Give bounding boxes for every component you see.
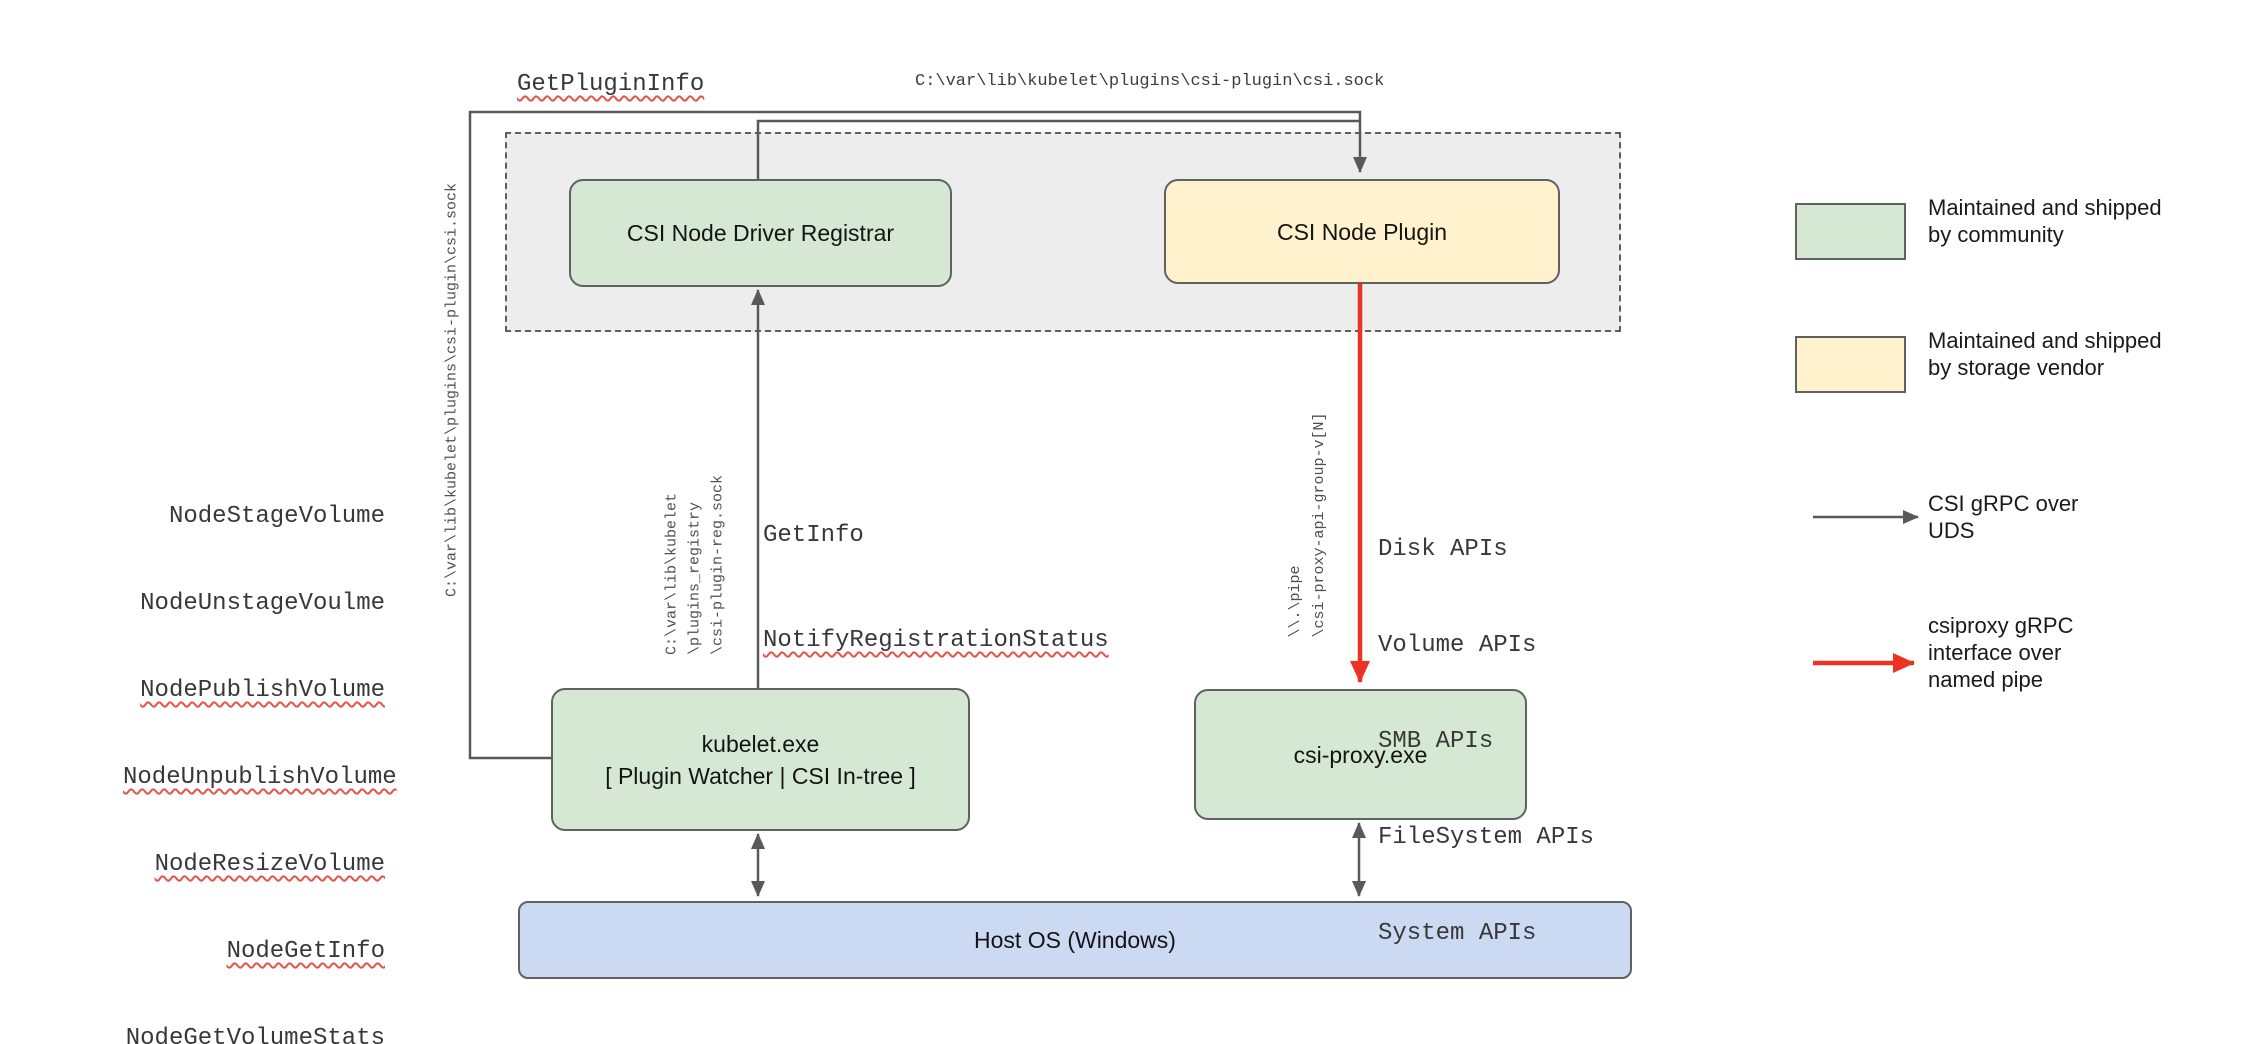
csi-node-plugin-label: CSI Node Plugin bbox=[1276, 218, 1448, 245]
legend-community-swatch bbox=[1795, 203, 1906, 260]
legend-named-pipe-label: csiproxy gRPC interface over named pipe bbox=[1928, 613, 2074, 692]
csi-sock-path-label: C:\var\lib\kubelet\plugins\csi-plugin\cs… bbox=[915, 72, 1385, 91]
api-group-item: FileSystem APIs bbox=[1378, 824, 1595, 851]
get-plugin-info-label: GetPluginInfo bbox=[517, 71, 705, 98]
legend-vendor-swatch bbox=[1795, 336, 1906, 393]
registration-rpc-labels: GetInfo NotifyRegistrationStatus bbox=[763, 448, 1109, 728]
node-call-item: NodeGetVolumeStats bbox=[125, 1025, 385, 1044]
kubelet-sublabel: [ Plugin Watcher | CSI In-tree ] bbox=[605, 762, 916, 789]
api-group-item: Volume APIs bbox=[1378, 632, 1537, 659]
get-info-label: GetInfo bbox=[763, 522, 864, 549]
csi-proxy-label: csi-proxy.exe bbox=[1293, 741, 1428, 768]
csi-node-plugin-box: CSI Node Plugin bbox=[1164, 179, 1560, 284]
api-group-item: SMB APIs bbox=[1378, 728, 1494, 755]
api-groups-list: Disk APIs Volume APIs SMB APIs FileSyste… bbox=[1378, 470, 1594, 1014]
node-call-item: NodeUnstageVoulme bbox=[140, 590, 385, 617]
kubelet-box: kubelet.exe [ Plugin Watcher | CSI In-tr… bbox=[551, 688, 970, 831]
notify-registration-status-label: NotifyRegistrationStatus bbox=[763, 627, 1109, 654]
host-os-box: Host OS (Windows) bbox=[518, 901, 1632, 979]
kubelet-label: kubelet.exe bbox=[701, 730, 820, 757]
legend-community-label: Maintained and shipped by community bbox=[1928, 195, 2162, 247]
csi-node-driver-registrar-label: CSI Node Driver Registrar bbox=[626, 220, 895, 246]
host-os-label: Host OS (Windows) bbox=[974, 927, 1176, 953]
legend-uds-label: CSI gRPC over UDS bbox=[1928, 491, 2079, 543]
edge-kubelet-to-csi-node-plugin bbox=[468, 110, 1367, 760]
node-call-item: NodeGetInfo bbox=[226, 938, 385, 965]
edge-registrar-top-to-plugin bbox=[756, 119, 1360, 179]
csi-proxy-box: csi-proxy.exe bbox=[1194, 689, 1527, 820]
node-calls-list: NodeStageVolume NodeUnstageVoulme NodePu… bbox=[123, 444, 397, 1044]
legend-vendor-label: Maintained and shipped by storage vendor bbox=[1928, 328, 2162, 380]
node-call-item: NodeStageVolume bbox=[168, 503, 385, 530]
node-call-item: NodeUnpublishVolume bbox=[123, 764, 397, 791]
api-group-item: System APIs bbox=[1378, 920, 1537, 947]
api-group-item: Disk APIs bbox=[1378, 536, 1508, 563]
node-call-item: NodePublishVolume bbox=[140, 677, 385, 704]
node-call-item: NodeResizeVolume bbox=[154, 851, 385, 878]
csi-node-driver-registrar-box: CSI Node Driver Registrar bbox=[569, 179, 952, 287]
